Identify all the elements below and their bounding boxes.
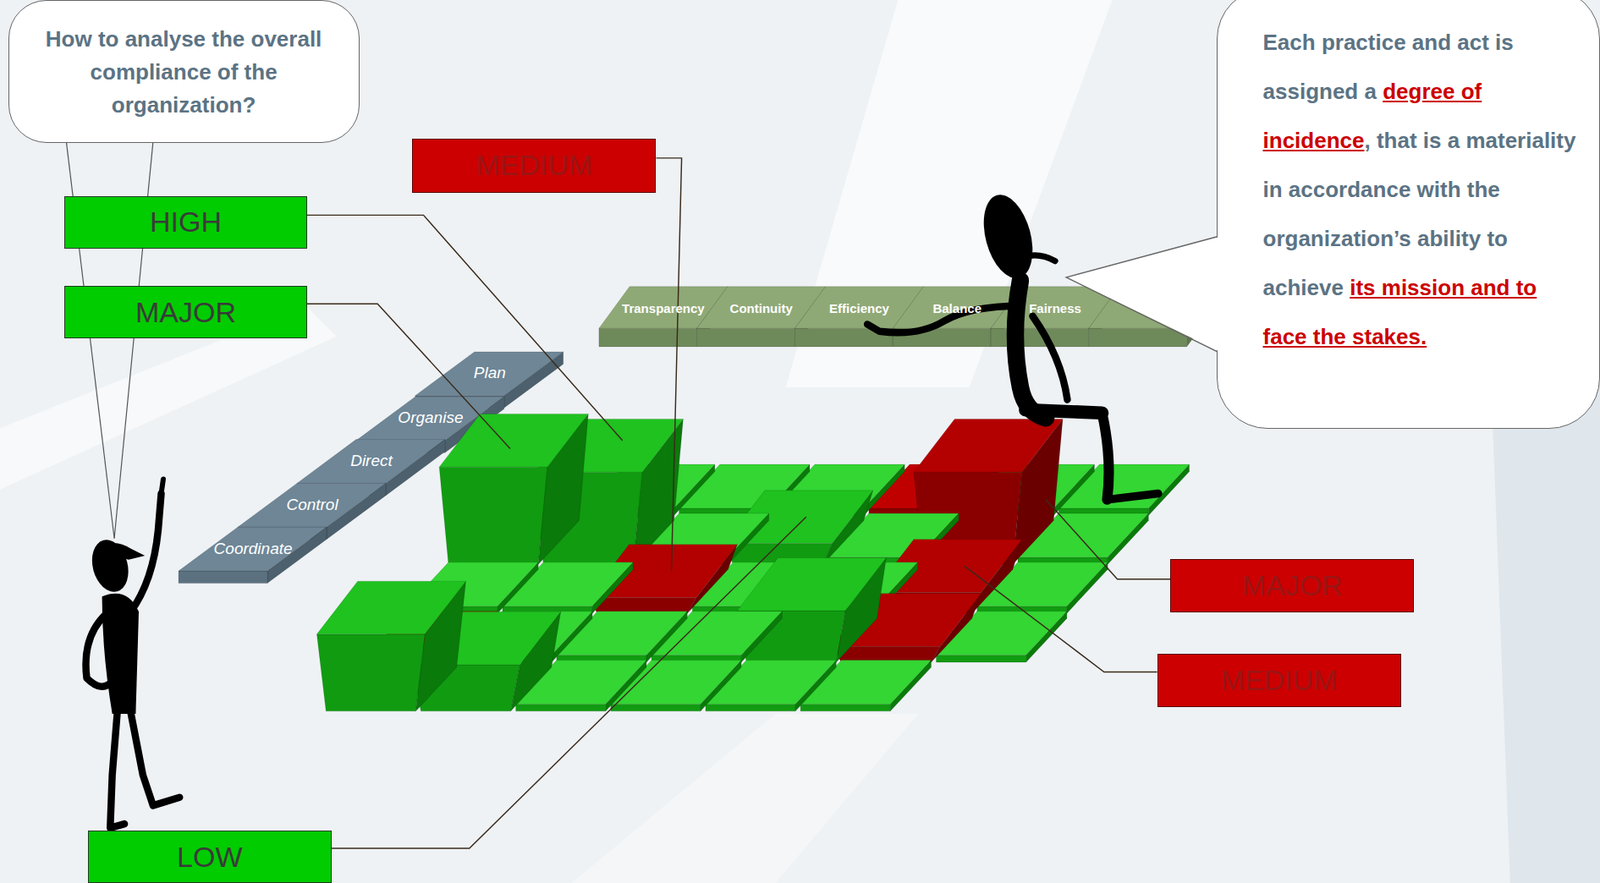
tile-top — [1088, 286, 1218, 329]
background-swoosh — [786, 0, 1113, 388]
node-text: MEDIUM — [475, 148, 593, 182]
principle-tile: Efficiency — [829, 301, 890, 316]
level-label: LOW — [87, 830, 332, 883]
node-text: , that is a materiality in accordance wi… — [1263, 127, 1577, 301]
node-text: MEDIUM — [1220, 664, 1338, 698]
tile-front — [599, 328, 698, 347]
block-front — [610, 703, 701, 711]
block-front — [800, 703, 891, 711]
block-top — [736, 557, 886, 611]
leader-line — [307, 214, 623, 440]
level-label: MEDIUM — [1157, 654, 1402, 708]
block-front — [936, 655, 1027, 663]
speech-bubble: How to analyse the overall compliance of… — [8, 0, 360, 143]
block-front — [516, 703, 606, 711]
node-text: Plan — [473, 363, 506, 383]
speech-bubble: Each practice and act is assigned adegre… — [1216, 0, 1600, 429]
node-text: How to analyse the overall compliance of… — [43, 22, 325, 122]
stair-tile: Control — [285, 495, 338, 515]
background-swoosh — [571, 714, 919, 883]
stair-tile: Plan — [473, 363, 506, 383]
stair-front — [178, 571, 268, 583]
node-text: Organise — [397, 408, 463, 428]
node-text: Balance — [932, 301, 982, 316]
leader-line — [1045, 500, 1171, 580]
node-text: Control — [285, 495, 338, 515]
tile-front — [697, 328, 796, 347]
level-label: MEDIUM — [412, 138, 656, 193]
level-label: HIGH — [64, 196, 308, 250]
bubble-tail-outline — [1066, 236, 1217, 352]
block-top — [316, 581, 466, 635]
stair-tile: Organise — [397, 408, 463, 428]
block-top — [913, 418, 1063, 473]
stair-top — [237, 483, 386, 528]
node-text: LOW — [176, 841, 242, 875]
node-text: HIGH — [149, 205, 222, 239]
level-label: MAJOR — [1170, 559, 1414, 613]
tile-front — [1088, 328, 1188, 347]
node-text: MAJOR — [135, 296, 237, 330]
principle-tile: Transparency — [621, 301, 705, 316]
leader-lines — [307, 158, 1171, 849]
node-text: Coordinate — [214, 539, 293, 559]
stair-tile: Direct — [350, 451, 393, 471]
bubble-tail — [1066, 236, 1221, 352]
principle-tile: Balance — [932, 301, 982, 316]
node-text: Fairness — [1028, 301, 1082, 316]
leader-line — [964, 566, 1158, 672]
stair-tile: Coordinate — [214, 539, 293, 559]
leader-line — [307, 303, 511, 449]
sitting-figure — [867, 189, 1159, 501]
leader-line — [331, 516, 807, 849]
node-text: Continuity — [730, 301, 793, 316]
principles-row — [599, 286, 1218, 347]
bubble-text: Each practice and act is assigned adegre… — [1263, 17, 1581, 362]
leader-line — [655, 158, 682, 572]
node-text: Efficiency — [829, 301, 890, 316]
level-label: MAJOR — [64, 285, 308, 340]
principle-tile: Continuity — [730, 301, 793, 316]
block-front — [439, 467, 548, 565]
stair-top — [178, 527, 327, 572]
stair-top — [415, 351, 564, 396]
node-text: Direct — [350, 451, 393, 471]
principle-tile: Fairness — [1028, 301, 1082, 316]
block-front — [316, 634, 425, 712]
node-text: Transparency — [621, 301, 705, 316]
block-front — [705, 703, 796, 711]
stair-top — [296, 439, 446, 484]
management-stairs — [178, 351, 564, 584]
compliance-grid — [316, 413, 1189, 711]
node-text: MAJOR — [1242, 569, 1343, 603]
standing-figure — [85, 479, 180, 829]
